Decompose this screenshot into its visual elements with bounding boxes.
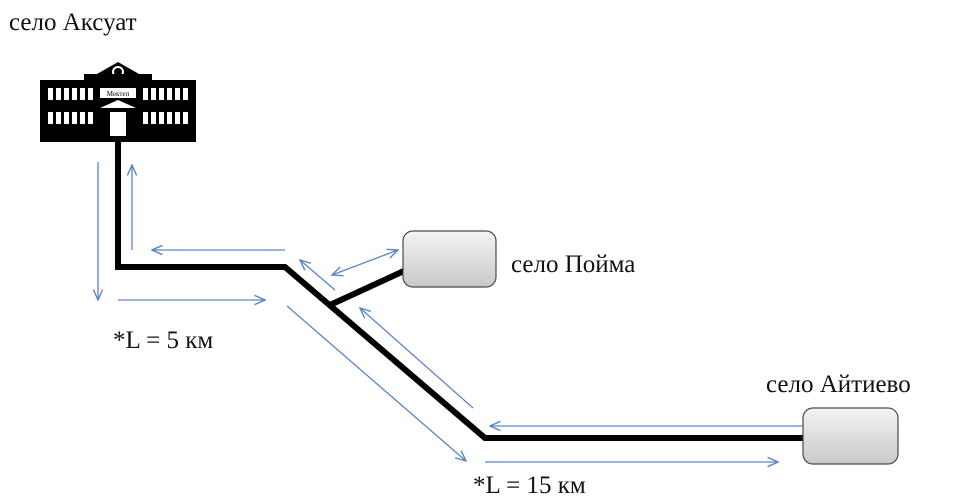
label-village-poima: село Пойма bbox=[511, 251, 636, 278]
label-village-aksuat: село Аксуат bbox=[9, 9, 137, 36]
label-length-first: *L = 5 км bbox=[113, 327, 214, 354]
school-building-icon: Мектеп bbox=[40, 62, 196, 142]
branch-road-poima bbox=[328, 267, 408, 308]
label-length-second: *L = 15 км bbox=[473, 472, 586, 499]
arrow-diag-up-left bbox=[360, 308, 474, 409]
arrow-diag-down-right bbox=[286, 305, 466, 461]
village-box-poima bbox=[402, 230, 497, 288]
village-box-aitievo bbox=[802, 407, 899, 465]
arrow-poima-bidirectional bbox=[332, 250, 398, 275]
main-road bbox=[115, 140, 803, 441]
road-network bbox=[115, 140, 803, 441]
direction-arrows bbox=[98, 162, 803, 462]
building-sign-text: Мектеп bbox=[107, 90, 130, 98]
label-village-aitievo: село Айтиево bbox=[766, 371, 911, 398]
arrow-diag-up-left-junction bbox=[300, 260, 336, 291]
